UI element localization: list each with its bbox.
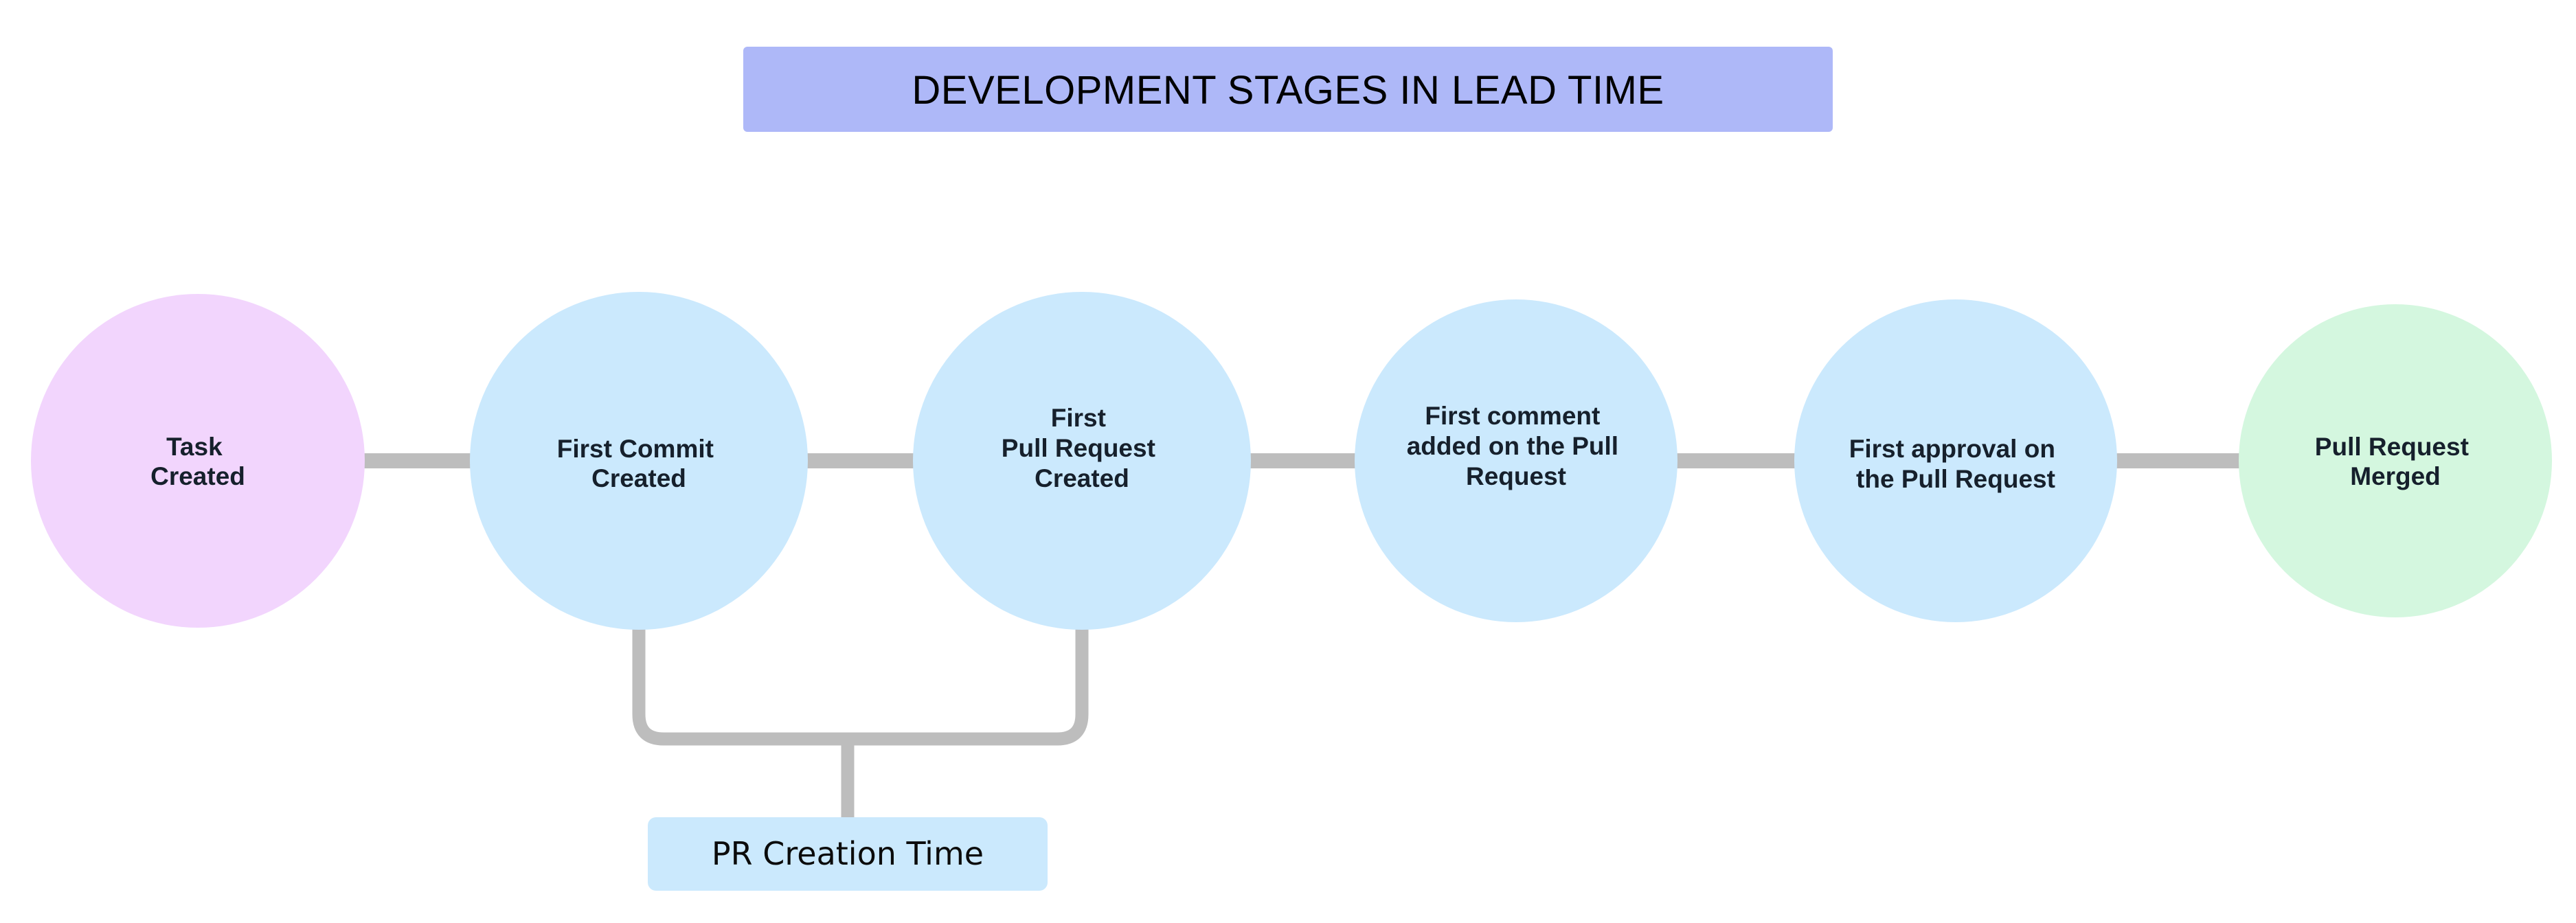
node-first-pull-request-created-label: First Pull Request Created bbox=[1002, 404, 1162, 492]
node-task-created[interactable]: Task Created bbox=[31, 294, 365, 628]
edge-label-pr-creation-time: PR Creation Time bbox=[648, 817, 1048, 891]
node-first-comment-added[interactable]: First comment added on the Pull Request bbox=[1355, 299, 1677, 622]
node-first-pull-request-created-shape[interactable] bbox=[913, 292, 1251, 630]
edge-label-text: PR Creation Time bbox=[712, 835, 984, 872]
node-first-comment-added-label: First comment added on the Pull Request bbox=[1407, 402, 1626, 490]
bracket-path bbox=[632, 626, 1089, 746]
node-first-approval-label: First approval on the Pull Request bbox=[1849, 435, 2062, 493]
node-task-created-shape[interactable] bbox=[31, 294, 365, 628]
diagram-title-label: DEVELOPMENT STAGES IN LEAD TIME bbox=[912, 68, 1664, 113]
diagram-title: DEVELOPMENT STAGES IN LEAD TIME bbox=[743, 47, 1833, 132]
diagram-title-box bbox=[743, 47, 1833, 132]
node-pull-request-merged[interactable]: Pull Request Merged bbox=[2239, 304, 2552, 617]
edge-pr-creation-time-bracket bbox=[632, 626, 1089, 821]
edge-label-box bbox=[648, 817, 1048, 891]
node-pull-request-merged-label: Pull Request Merged bbox=[2315, 433, 2476, 490]
node-first-approval-shape[interactable] bbox=[1794, 299, 2117, 622]
node-first-commit-created-label: First Commit Created bbox=[557, 435, 721, 492]
node-first-pull-request-created[interactable]: First Pull Request Created bbox=[913, 292, 1251, 630]
node-first-comment-added-shape[interactable] bbox=[1355, 299, 1677, 622]
node-layer: Task Created First Commit Created First … bbox=[31, 292, 2552, 630]
node-first-approval[interactable]: First approval on the Pull Request bbox=[1794, 299, 2117, 622]
node-first-commit-created-shape[interactable] bbox=[470, 292, 808, 630]
node-task-created-label: Task Created bbox=[150, 433, 245, 490]
node-pull-request-merged-shape[interactable] bbox=[2239, 304, 2552, 617]
node-first-commit-created[interactable]: First Commit Created bbox=[470, 292, 808, 630]
